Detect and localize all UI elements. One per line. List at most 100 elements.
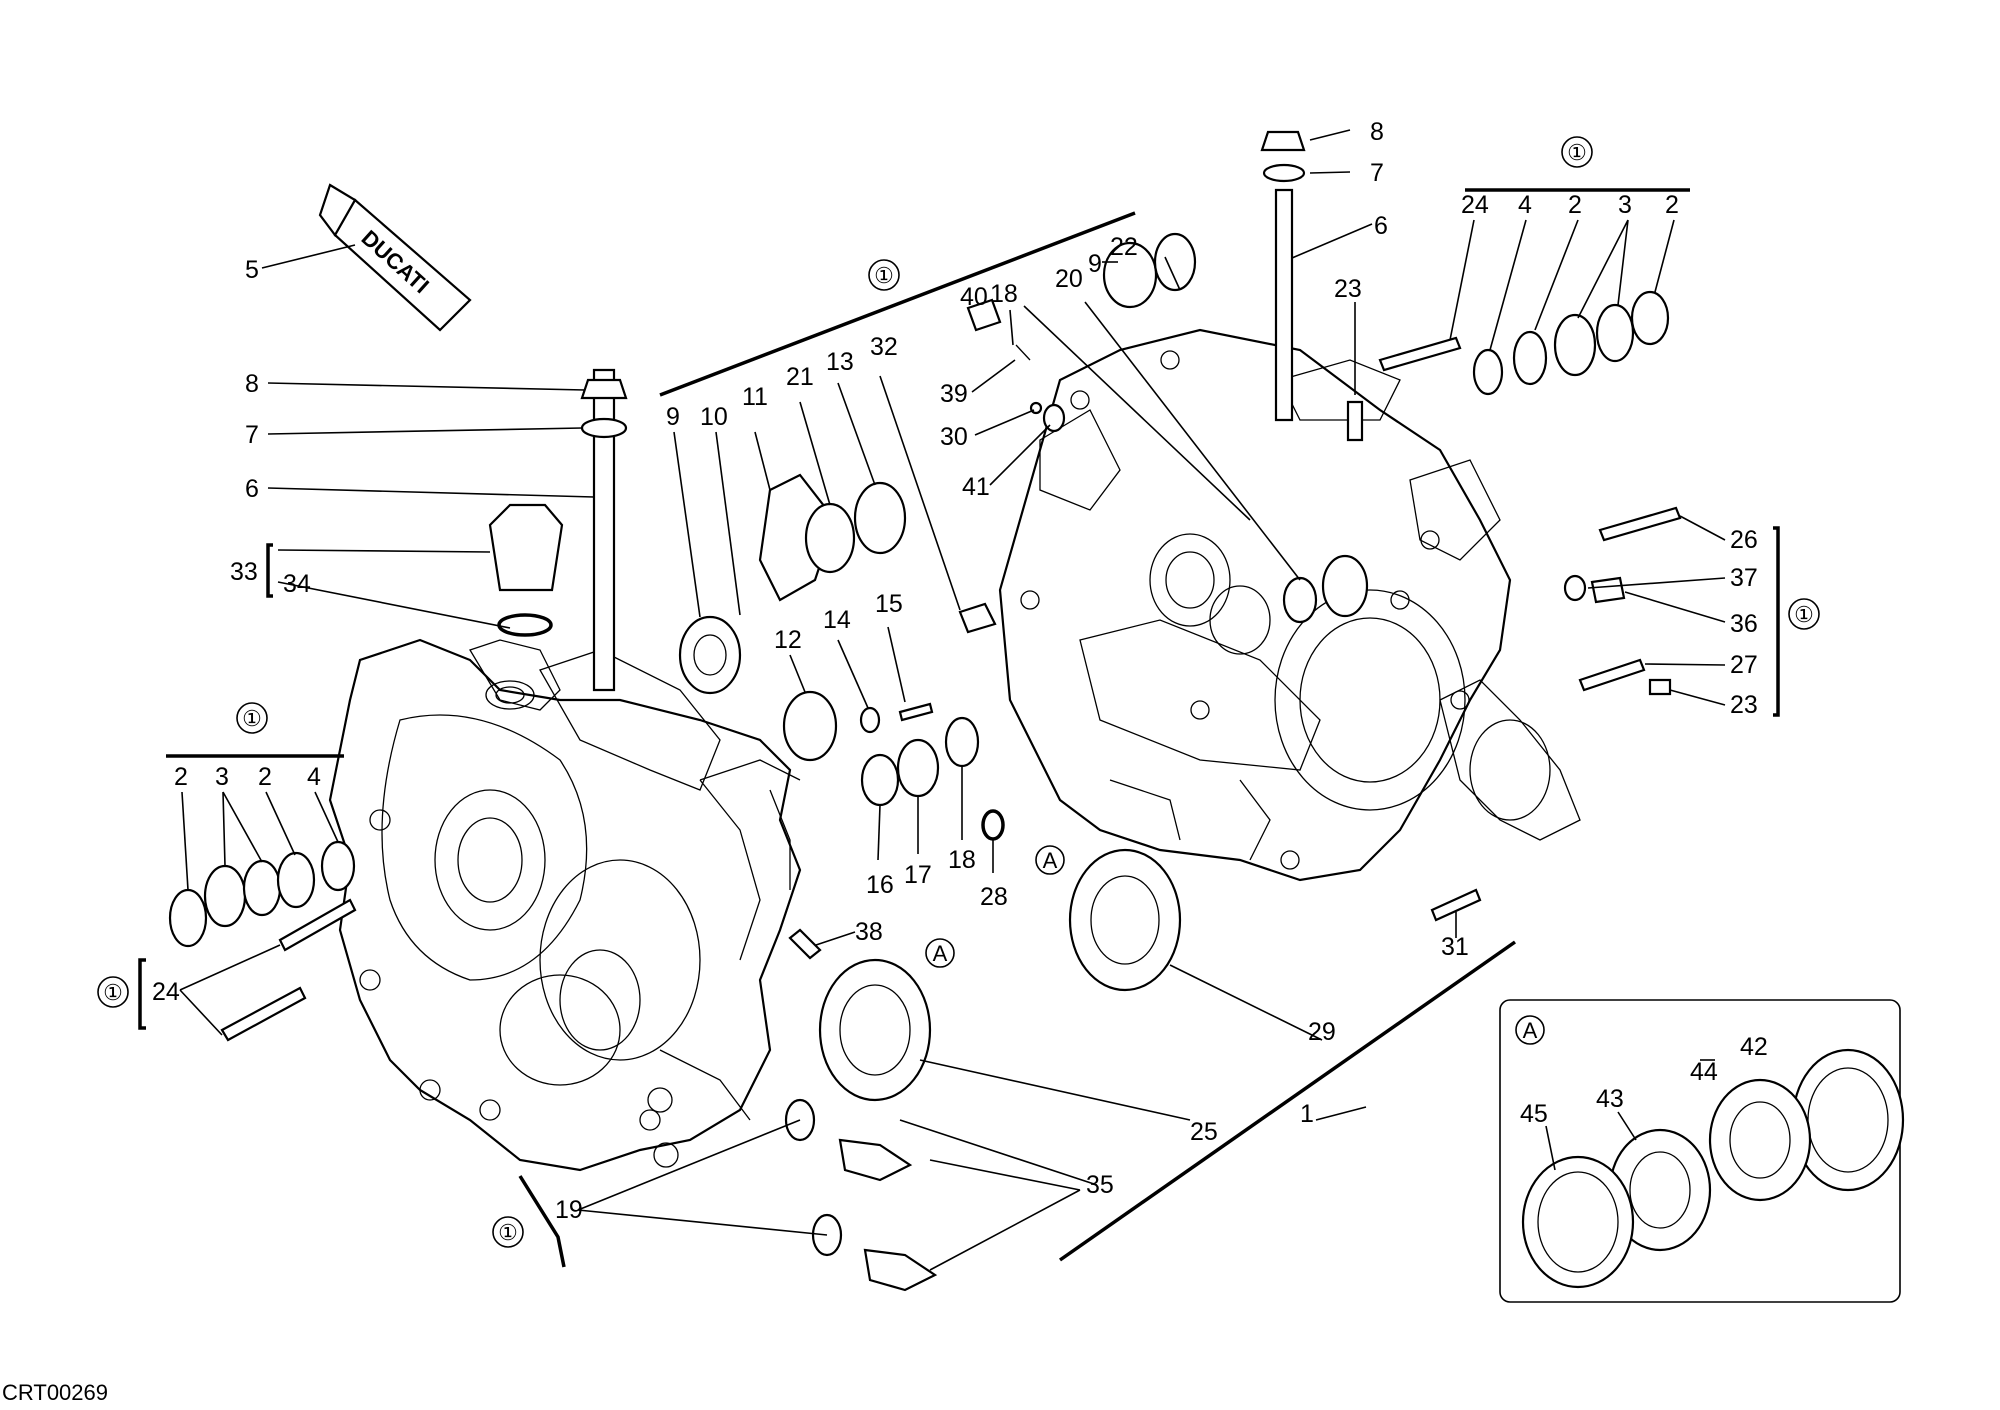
screw-15-icon — [898, 702, 934, 722]
callout-2-left-b: 2 — [258, 763, 272, 791]
callout-13: 13 — [826, 348, 854, 376]
bearing-9r-icon — [1102, 241, 1158, 309]
group-marker-left: ① — [242, 706, 262, 731]
nut-right-icon — [1260, 130, 1306, 152]
dowel-23b-icon — [1648, 678, 1672, 696]
callout-23-right-top: 23 — [1334, 275, 1362, 303]
callout-42: 42 — [1740, 1033, 1768, 1061]
leader-lines — [179, 129, 1726, 1271]
washer-right-icon — [1262, 163, 1306, 183]
callout-25: 25 — [1190, 1118, 1218, 1146]
callout-5: 5 — [245, 256, 259, 284]
callout-7-left: 7 — [245, 421, 259, 449]
washer-37-icon — [1563, 574, 1587, 602]
group-marker-19: ① — [498, 1220, 518, 1245]
left-crankcase-half — [328, 638, 802, 1172]
bearing-21-icon — [804, 502, 856, 574]
callout-39: 39 — [940, 380, 968, 408]
callout-36: 36 — [1730, 610, 1758, 638]
right-bearing-stack-icon — [1472, 290, 1670, 396]
callout-1: 1 — [1300, 1100, 1314, 1128]
callout-37: 37 — [1730, 564, 1758, 592]
callout-7-right: 7 — [1370, 159, 1384, 187]
callout-41: 41 — [962, 473, 990, 501]
detail-marker-a1: A — [933, 941, 948, 966]
bearing-12-icon — [782, 690, 838, 762]
callout-24-right: 24 — [1461, 191, 1489, 219]
detail-a-marker: A — [1523, 1018, 1538, 1043]
callout-9-right: 9 — [1088, 250, 1102, 278]
circlip-18-icon — [944, 716, 980, 768]
bracket-24 — [138, 958, 146, 1030]
group-brackets — [138, 188, 1780, 1268]
callout-14: 14 — [823, 606, 851, 634]
group-marker-right: ① — [1794, 602, 1814, 627]
ring-16-icon — [860, 753, 900, 807]
bracket-right — [1773, 526, 1780, 717]
fitting-35a-icon — [838, 1138, 913, 1182]
callout-28: 28 — [980, 883, 1008, 911]
callout-8-right: 8 — [1370, 118, 1384, 146]
callout-3-right: 3 — [1618, 191, 1632, 219]
callout-44: 44 — [1690, 1058, 1718, 1086]
seal-13-icon — [853, 481, 907, 555]
bolt-24a-icon — [278, 898, 357, 952]
callout-33: 33 — [230, 558, 258, 586]
bolt-31-icon — [1430, 888, 1482, 922]
callout-38: 38 — [855, 918, 883, 946]
washer-left-icon — [580, 417, 628, 439]
callout-labels: 5 8 7 6 33 34 2 3 2 4 24 9 10 11 21 13 3… — [152, 118, 1768, 1224]
callout-26: 26 — [1730, 526, 1758, 554]
callout-12: 12 — [774, 626, 802, 654]
callout-21: 21 — [786, 363, 814, 391]
callout-34: 34 — [283, 570, 311, 598]
circlip-18r-icon — [1282, 576, 1318, 624]
callout-24-left: 24 — [152, 978, 180, 1006]
bearing-17-icon — [896, 738, 940, 798]
callout-6-right: 6 — [1374, 212, 1388, 240]
bracket-top-center — [659, 211, 1136, 397]
callout-43: 43 — [1596, 1085, 1624, 1113]
plug-36-icon — [1590, 576, 1626, 604]
callout-31: 31 — [1441, 933, 1469, 961]
main-bearing-29-icon — [1068, 848, 1182, 992]
ring-45-icon — [1521, 1155, 1635, 1289]
callout-18-left: 18 — [948, 846, 976, 874]
stud-27-icon — [1578, 658, 1646, 692]
callout-22: 22 — [1110, 233, 1138, 261]
breather-icon — [488, 503, 564, 592]
bush-32-icon — [958, 602, 997, 634]
bolt-24b-icon — [220, 986, 307, 1042]
parts-right — [966, 130, 1682, 992]
group-markers: ① ① ① ① ① ① A A — [97, 136, 1820, 1248]
sealant-tube-icon: DUCATI — [318, 183, 472, 332]
callout-27: 27 — [1730, 651, 1758, 679]
callout-10: 10 — [700, 403, 728, 431]
callout-6-left: 6 — [245, 475, 259, 503]
drawing-code: CRT00269 — [2, 1380, 108, 1405]
o-ring-28-icon — [981, 809, 1005, 841]
seal-41-icon — [1042, 403, 1066, 433]
bracket-19 — [518, 1175, 566, 1268]
callout-2-right-b: 2 — [1665, 191, 1679, 219]
fitting-35b-icon — [863, 1248, 938, 1292]
callout-16: 16 — [866, 871, 894, 899]
o-ring-34-icon — [497, 613, 553, 637]
plug-38-icon — [788, 928, 822, 960]
bracket-bottom — [1058, 940, 1517, 1262]
detail-marker-a2: A — [1043, 848, 1058, 873]
callout-4-left: 4 — [307, 763, 321, 791]
callout-32: 32 — [870, 333, 898, 361]
dowel-23-icon — [1346, 400, 1364, 442]
bracket-33 — [266, 543, 273, 598]
callout-15: 15 — [875, 590, 903, 618]
callout-3-left: 3 — [215, 763, 229, 791]
main-bearing-25-icon — [818, 958, 932, 1102]
group-marker-24: ① — [103, 980, 123, 1005]
callout-40: 40 — [960, 283, 988, 311]
callout-45: 45 — [1520, 1100, 1548, 1128]
left-bearing-stack-icon — [168, 840, 356, 948]
bolt-24r-icon — [1378, 336, 1462, 372]
callout-17: 17 — [904, 861, 932, 889]
